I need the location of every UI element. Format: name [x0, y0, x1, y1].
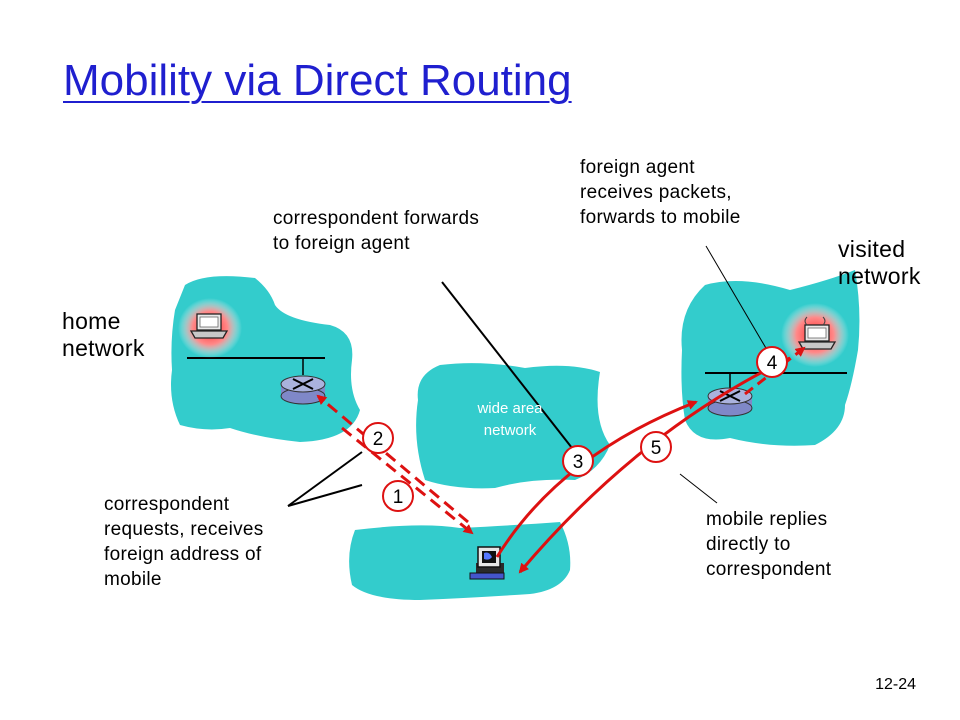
step-3-label: 3: [573, 452, 584, 473]
visited-network-label: visited network: [838, 236, 921, 289]
correspondent-requests-label: correspondent requests, receives foreign…: [104, 494, 264, 590]
step-5-label: 5: [651, 438, 662, 459]
router-icon: [707, 387, 753, 417]
wide-area-network-cloud: [416, 363, 610, 489]
callout-lines: [287, 245, 771, 507]
wide-area-network-label: wide area network: [477, 400, 543, 439]
step-2-badge: [362, 422, 394, 454]
laptop-icon: [189, 313, 229, 339]
foreign-agent-receives-label: foreign agent receives packets, forwards…: [580, 157, 741, 228]
step-4-label: 4: [767, 353, 778, 374]
step-5-badge: [640, 431, 672, 463]
computer-icon: [469, 546, 505, 580]
step-3-badge: [562, 445, 594, 477]
slide-title: Mobility via Direct Routing: [63, 56, 572, 105]
step-2-arrow: [316, 394, 469, 524]
step-2-label: 2: [373, 429, 384, 450]
step-1-badge: [382, 480, 414, 512]
laptop-icon: [797, 316, 837, 350]
slide-number: 12-24: [875, 676, 916, 693]
step-badges: 1 2 3 4 5: [362, 346, 788, 512]
step-4-badge: [756, 346, 788, 378]
correspondent-forwards-label: correspondent forwards to foreign agent: [273, 208, 480, 254]
step-1-label: 1: [393, 487, 404, 508]
router-icon: [280, 375, 326, 405]
correspondent-network-cloud: [349, 522, 571, 600]
mobile-replies-label: mobile replies directly to correspondent: [706, 509, 832, 580]
home-network-label: home network: [62, 308, 145, 361]
step-1-arrow: [341, 426, 474, 535]
